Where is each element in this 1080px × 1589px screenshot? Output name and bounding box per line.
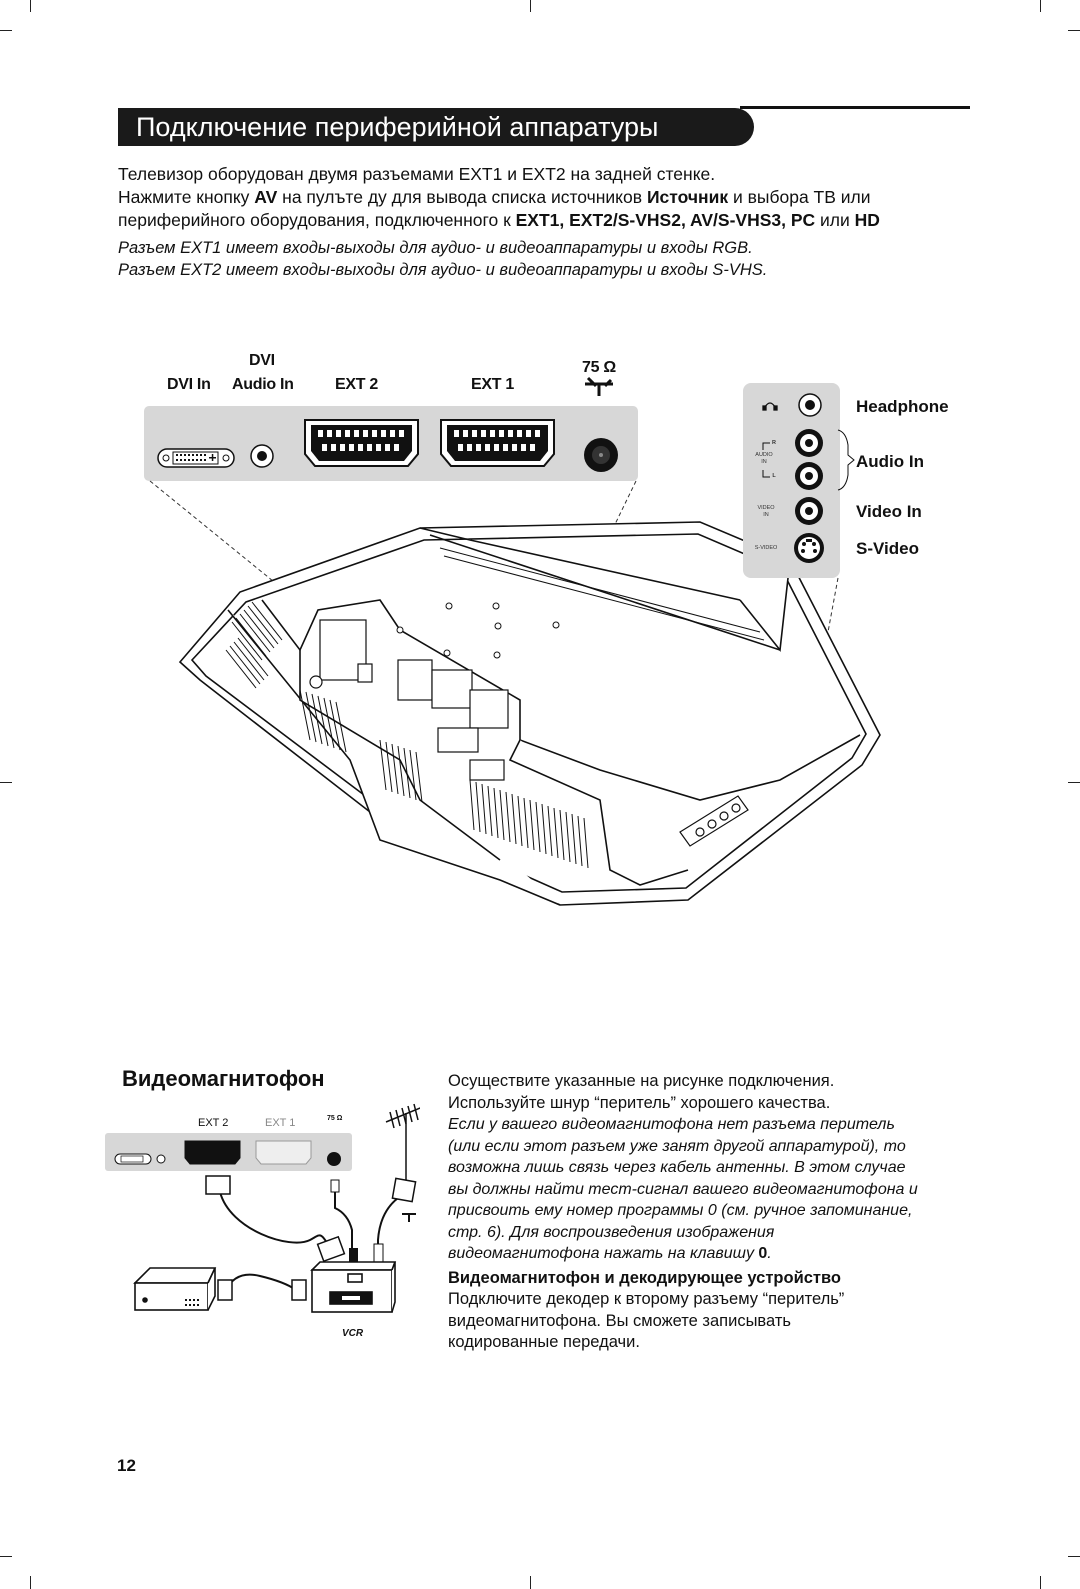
vent-grille: [225, 547, 765, 869]
decoder-cable: [225, 1273, 297, 1291]
audio-r-small-label: R: [772, 440, 776, 446]
crop-mark: [30, 0, 31, 12]
antenna-symbol-small-icon: [402, 1213, 416, 1222]
crop-mark: [1068, 782, 1080, 783]
mounting-hole: [396, 602, 560, 659]
vcr-dvi-icon: [114, 1153, 152, 1165]
crop-mark: [1040, 1576, 1041, 1589]
vcr-para-2: Используйте шнур “перитель” хорошего кач…: [448, 1093, 831, 1112]
vcr-note-3: возможна лишь связь через кабель антенны…: [448, 1159, 906, 1176]
ext1-label: EXT 1: [471, 376, 514, 393]
s-video-label: S-Video: [856, 539, 919, 558]
decoder-box-icon: [133, 1267, 217, 1311]
rf-cable: [334, 1186, 399, 1248]
audio-bracket-lines: [762, 429, 855, 491]
vcr-ohm-label: 75 Ω: [327, 1115, 343, 1122]
vcr-ext2-scart-icon: [184, 1140, 241, 1165]
tv-rear-illustration: [144, 376, 881, 906]
vcr-note-4: вы должны найти тест-сигнал вашего видео…: [448, 1180, 918, 1198]
intro-line-3: периферийного оборудования, подключенног…: [118, 210, 880, 230]
audio-small-label: AUDIO: [755, 452, 773, 458]
headphone-jack-icon: [798, 393, 822, 417]
audio-in-small-label: IN: [761, 459, 767, 465]
vcr-note-1: Если у вашего видеомагнитофона нет разъе…: [448, 1116, 895, 1133]
page-title: Подключение периферийной аппаратуры: [118, 108, 754, 146]
vcr-note-7: видеомагнитофона нажать на клавишу 0.: [448, 1245, 772, 1262]
s-video-small-label: S-VIDEO: [754, 545, 778, 551]
crop-mark: [0, 782, 12, 783]
vcr-note-2: (или если этот разъем уже занят другой а…: [448, 1137, 906, 1155]
vcr-box-icon: [310, 1261, 397, 1313]
crop-mark: [30, 1576, 31, 1589]
vcr-ext1-scart-icon: [255, 1140, 312, 1165]
decoder-scart-plug: [217, 1279, 233, 1301]
intro-notes: Разъем EXT1 имеет входы-выходы для аудио…: [118, 237, 978, 281]
vcr-note-6: стр. 6). Для воспроизведения изображения: [448, 1223, 775, 1241]
wall-socket-icon: [391, 1177, 417, 1203]
vcr-note-5: присвоить ему номер программы 0 (см. руч…: [448, 1202, 913, 1219]
note-ext2: Разъем EXT2 имеет входы-выходы для аудио…: [118, 261, 768, 279]
vcr-audio-jack-icon: [156, 1154, 166, 1164]
crop-mark: [1068, 30, 1080, 31]
headphone-icon: [762, 402, 778, 411]
audio-r-jack-icon: [795, 429, 823, 457]
crop-mark: [530, 1576, 531, 1589]
vcr-connection-diagram: [105, 1103, 420, 1313]
crop-mark: [0, 1556, 12, 1557]
title-rule: [740, 106, 970, 109]
crop-mark: [530, 0, 531, 12]
aerial-icon: [385, 1103, 420, 1180]
vcr-box-label: VCR: [342, 1328, 364, 1339]
decoder-line-1: Подключите декодер к второму разъему “пе…: [448, 1290, 845, 1308]
video-small-label: VIDEO: [757, 505, 775, 511]
scart-plug-top: [205, 1175, 231, 1195]
tv-rear-connectors: [309, 619, 509, 781]
intro-line-1: Телевизор оборудован двумя разъемами EXT…: [118, 164, 716, 184]
audio-in-label: Audio In: [232, 376, 294, 393]
video-in-jack-icon: [795, 497, 823, 525]
intro-line-2: Нажмите кнопку AV на пулъте ду для вывод…: [118, 187, 871, 207]
crop-mark: [1068, 1556, 1080, 1557]
decoder-line-3: кодированные передачи.: [448, 1333, 640, 1351]
vcr-para-1: Осуществите указанные на рисунке подключ…: [448, 1072, 835, 1090]
rf-plug-top: [330, 1179, 340, 1193]
tv-side-connectors: [679, 795, 749, 847]
rf-plug-vcr-2: [373, 1243, 384, 1265]
dvi-in-label: DVI In: [167, 376, 211, 393]
ext2-scart-icon: [304, 419, 419, 467]
scart-cable: [219, 1191, 331, 1249]
crop-mark: [1040, 0, 1041, 12]
audio-l-small-label: L: [772, 473, 776, 479]
audio-l-jack-icon: [795, 462, 823, 490]
headphone-label: Headphone: [856, 397, 949, 416]
antenna-symbol-icon: [585, 376, 613, 396]
intro-text: Телевизор оборудован двумя разъемами EXT…: [118, 163, 978, 232]
antenna-connector-icon: [584, 438, 618, 472]
page-number: 12: [117, 1456, 136, 1475]
ext2-label: EXT 2: [335, 376, 378, 393]
vcr-ext1-label: EXT 1: [265, 1117, 296, 1129]
dvi-title-label: DVI: [249, 352, 275, 369]
ext1-scart-icon: [440, 419, 555, 467]
vcr-heading: Видеомагнитофон: [122, 1066, 325, 1091]
dvi-connector-icon: [157, 448, 235, 468]
rf-plug-vcr: [349, 1248, 358, 1264]
decoder-heading: Видеомагнитофон и декодирующее устройств…: [448, 1268, 841, 1287]
s-video-jack-icon: [794, 533, 824, 563]
vcr-ext2-label: EXT 2: [198, 1117, 229, 1129]
vcr-antenna-connector-icon: [327, 1152, 341, 1166]
ohm-label: 75 Ω: [582, 359, 616, 376]
scart-plug-bottom: [316, 1235, 346, 1263]
decoder-line-2: видеомагнитофона. Вы сможете записывать: [448, 1311, 791, 1330]
video-in-small-label: IN: [763, 512, 769, 518]
video-in-label: Video In: [856, 502, 922, 521]
vcr-instructions: Осуществите указанные на рисунке подключ…: [448, 1071, 978, 1354]
note-ext1: Разъем EXT1 имеет входы-выходы для аудио…: [118, 239, 753, 257]
side-audio-in-label: Audio In: [856, 452, 924, 471]
vcr-scart-plug: [291, 1279, 307, 1301]
dvi-audio-jack-icon: [250, 444, 274, 468]
tv-body: [178, 521, 881, 906]
crop-mark: [0, 30, 12, 31]
